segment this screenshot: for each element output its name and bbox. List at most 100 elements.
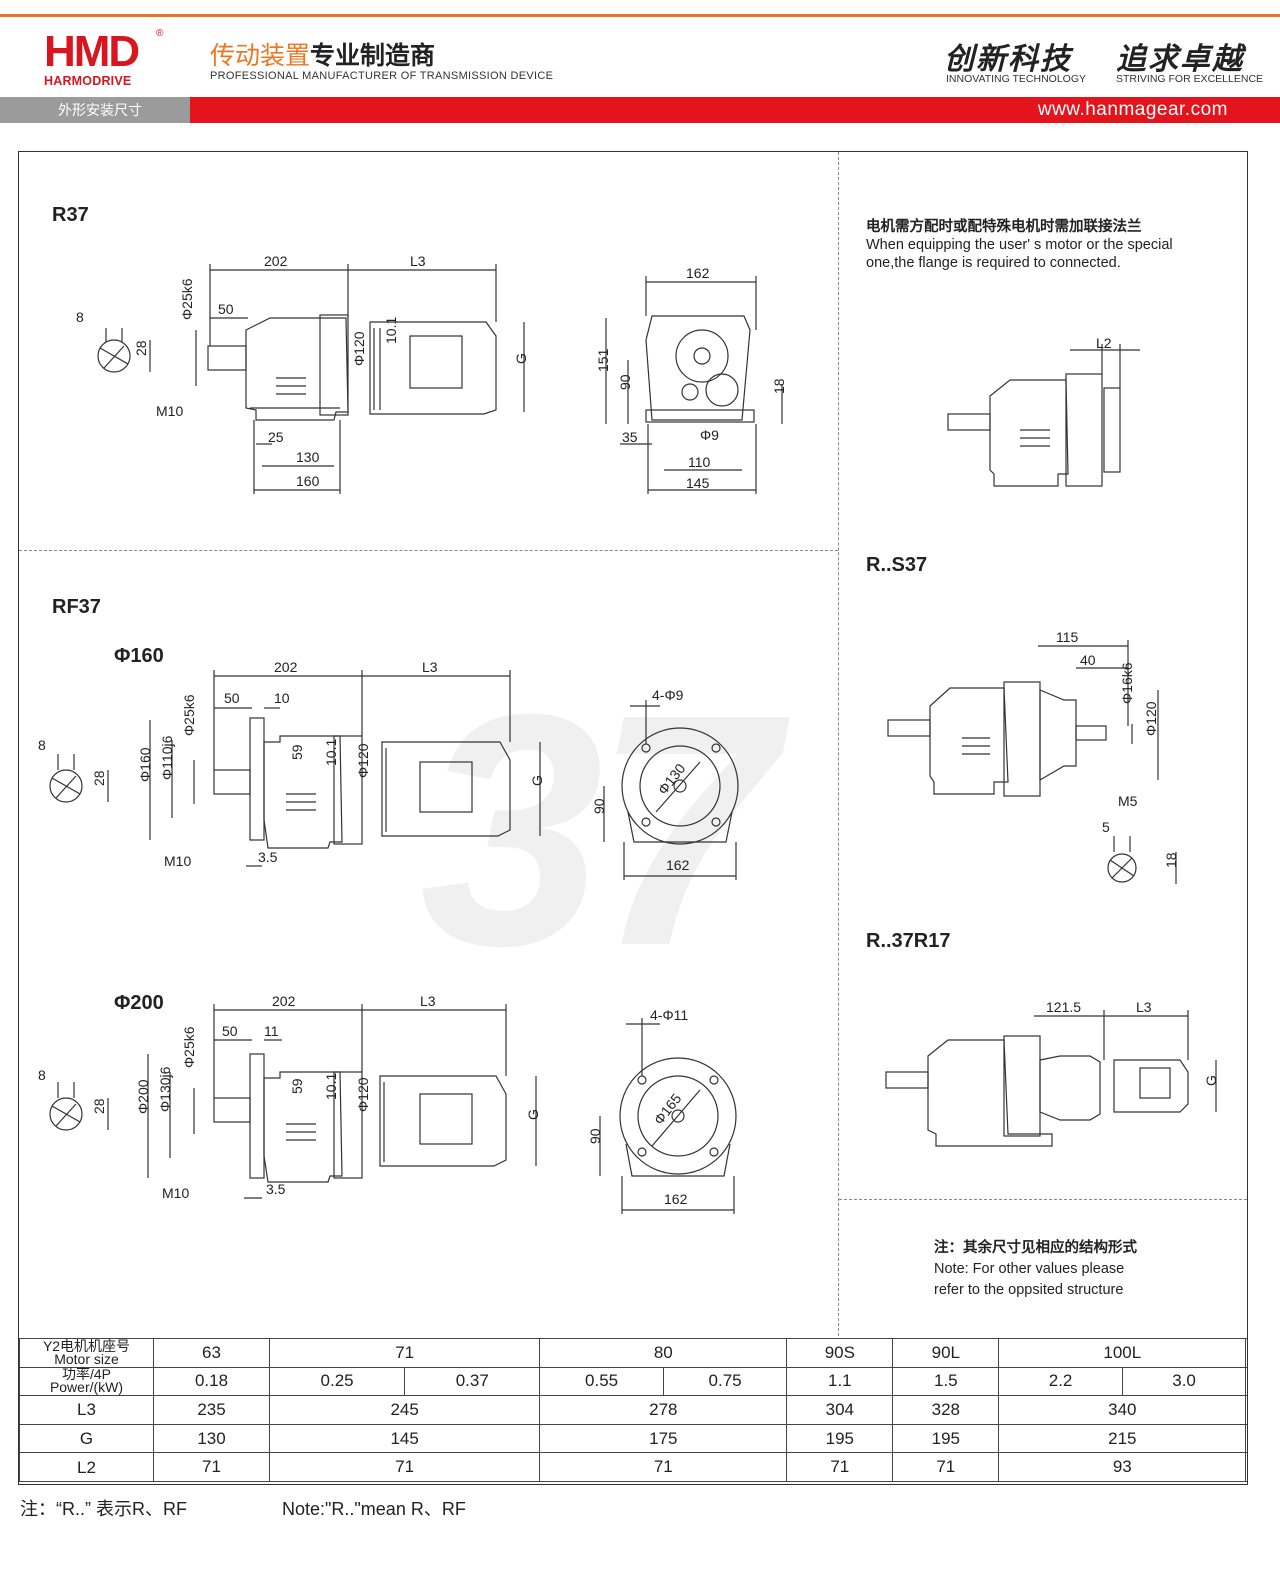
r37-dim-8: 8 xyxy=(76,309,84,325)
rf160-dim-shaft: Φ25k6 xyxy=(181,694,197,736)
power-header-cn: 功率/4P xyxy=(61,1366,111,1383)
vertical-divider xyxy=(838,152,839,1336)
r37-dim-130: 130 xyxy=(296,449,320,465)
rf160-dim-10-1: 10.1 xyxy=(323,739,339,766)
flange-note-en2: one,the flange is required to connected. xyxy=(866,255,1121,271)
rs37-drawing: 115 40 Φ16k6 Φ120 M5 5 18 xyxy=(887,629,1179,884)
g-header: G xyxy=(19,1423,154,1454)
rs37-dim-phi120: Φ120 xyxy=(1143,701,1159,736)
motor-cell: 90L xyxy=(892,1338,1000,1368)
r37-dim-10-1: 10.1 xyxy=(383,317,399,344)
r37-key-circle xyxy=(97,339,131,373)
tagline-cn-b: 专业制造商 xyxy=(310,42,436,70)
rf200-dim-11: 11 xyxy=(264,1023,279,1039)
rf200-dim-59: 59 xyxy=(289,1078,305,1094)
registered-mark: ® xyxy=(156,28,164,39)
r37-dim-90: 90 xyxy=(617,374,633,390)
rf200-dim-90: 90 xyxy=(587,1128,603,1144)
rf160-dim-4-phi9: 4-Φ9 xyxy=(652,687,684,703)
footnote-en: Note:"R.."mean R、RF xyxy=(282,1499,466,1519)
rf200-dim-8: 8 xyxy=(38,1067,46,1083)
blank-cell xyxy=(1245,1366,1247,1397)
r37-dim-151: 151 xyxy=(595,348,611,372)
rf160-dim-phi160: Φ160 xyxy=(137,747,153,782)
side-note-en1: Note: For other values please xyxy=(934,1261,1125,1277)
harmodrive-logo: HMD HARMODRIVE ® xyxy=(44,28,164,90)
l3-cell: 235 xyxy=(153,1395,270,1425)
rf200-dim-phi120: Φ120 xyxy=(355,1077,371,1112)
slogan-innovating-en: INNOVATING TECHNOLOGY xyxy=(946,73,1087,85)
l2-cell: 71 xyxy=(539,1452,788,1482)
g-cell: 130 xyxy=(153,1423,270,1454)
table-row-g: G 130 145 175 195 195 215 xyxy=(19,1423,1247,1454)
r37r17-dim-g: G xyxy=(1203,1075,1219,1086)
tagline-cn: 传动装置专业制造商 xyxy=(210,36,435,72)
table-row-l2: L2 71 71 71 71 71 93 xyxy=(19,1452,1247,1482)
tagline-en: PROFESSIONAL MANUFACTURER OF TRANSMISSIO… xyxy=(210,70,554,82)
motor-cell: 90S xyxy=(786,1338,894,1368)
r37-drawing: 8 28 Φ25k6 50 202 L3 10.1 Φ120 G M10 25 … xyxy=(76,253,787,494)
flange-drawing: L2 xyxy=(947,335,1140,487)
slogan-innovating-cn: 创新科技 xyxy=(944,42,1072,77)
slogan-excellence-en: STRIVING FOR EXCELLENCE xyxy=(1116,73,1264,85)
r37-dim-18: 18 xyxy=(771,378,787,394)
r37-dim-145: 145 xyxy=(686,475,710,491)
g-cell: 145 xyxy=(268,1423,541,1454)
power-cell: 1.1 xyxy=(786,1366,894,1397)
motor-header-en: Motor size xyxy=(54,1350,119,1367)
rs37-dim-18: 18 xyxy=(1163,852,1179,868)
rs37-dim-115: 115 xyxy=(1056,629,1079,645)
r37-dim-25: 25 xyxy=(268,429,284,445)
rf160-dim-28: 28 xyxy=(91,770,107,786)
rf160-dim-162: 162 xyxy=(666,857,690,873)
rf160-dim-59: 59 xyxy=(289,744,305,760)
rf200-dim-phi130: Φ130j6 xyxy=(157,1066,173,1112)
website-link[interactable]: www.hanmagear.com xyxy=(1037,99,1228,120)
l2-cell: 71 xyxy=(268,1452,541,1482)
r37-dim-shaft: Φ25k6 xyxy=(179,278,195,320)
rf160-dim-50: 50 xyxy=(224,690,240,706)
r37r17-dim-121-5: 121.5 xyxy=(1046,999,1081,1015)
side-note-cn: 注：其余尺寸见相应的结构形式 xyxy=(934,1240,1137,1256)
rf200-dim-3-5: 3.5 xyxy=(266,1181,286,1197)
rf200-dim-phi200: Φ200 xyxy=(135,1079,151,1114)
power-cell: 0.55 xyxy=(539,1366,664,1397)
g-cell: 215 xyxy=(998,1423,1247,1454)
r37r17-drawing: 121.5 L3 G xyxy=(885,999,1219,1147)
g-cell: 195 xyxy=(786,1423,894,1454)
blank-cell xyxy=(1245,1395,1247,1425)
flange-dim-l2: L2 xyxy=(1096,335,1112,351)
g-cell: 175 xyxy=(539,1423,788,1454)
r37-dim-m10: M10 xyxy=(156,403,183,419)
rf200-dim-shaft: Φ25k6 xyxy=(181,1026,197,1068)
r37r17-dim-l3: L3 xyxy=(1136,999,1152,1015)
l2-cell: 71 xyxy=(786,1452,894,1482)
power-cell: 3.0 xyxy=(1121,1366,1247,1397)
footnote-cn: 注：“R..” 表示R、RF xyxy=(20,1499,187,1519)
g-cell: 195 xyxy=(892,1423,1000,1454)
l3-cell: 278 xyxy=(539,1395,788,1425)
rs37-dim-m5: M5 xyxy=(1118,793,1138,809)
motor-cell: 71 xyxy=(268,1338,541,1368)
r37-dim-50: 50 xyxy=(218,301,234,317)
blank-cell xyxy=(1245,1423,1247,1454)
r37r17-title: R..37R17 xyxy=(866,930,951,952)
r37-dim-g: G xyxy=(513,353,529,364)
power-cell: 0.37 xyxy=(404,1366,541,1397)
power-cell: 0.18 xyxy=(153,1366,270,1397)
rf37-title: RF37 xyxy=(52,596,101,618)
rf37-160-title: Φ160 xyxy=(114,645,164,667)
r37-dim-phi9: Φ9 xyxy=(700,427,719,443)
l2-cell: 71 xyxy=(153,1452,270,1482)
blank-cell xyxy=(1245,1338,1247,1368)
r37-dim-202: 202 xyxy=(264,253,288,269)
flange-note-cn: 电机需方配时或配特殊电机时需加联接法兰 xyxy=(866,219,1142,235)
drawing-frame xyxy=(18,151,1248,1485)
blank-cell xyxy=(1245,1452,1247,1482)
rs37-dim-5: 5 xyxy=(1102,819,1110,835)
tagline-cn-a: 传动装置 xyxy=(210,42,311,70)
